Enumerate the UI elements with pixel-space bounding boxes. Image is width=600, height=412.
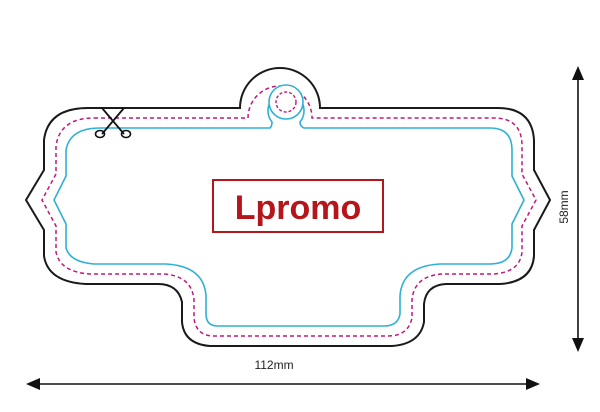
hang-hole	[268, 84, 304, 120]
height-dimension: 58mm	[557, 66, 584, 352]
width-label: 112mm	[254, 358, 293, 372]
brand-logo: Lpromo	[212, 179, 384, 233]
height-label: 58mm	[557, 190, 571, 223]
logo-text: Lpromo	[235, 189, 362, 227]
width-dimension: 112mm	[26, 358, 540, 390]
scissors-icon	[94, 107, 132, 139]
